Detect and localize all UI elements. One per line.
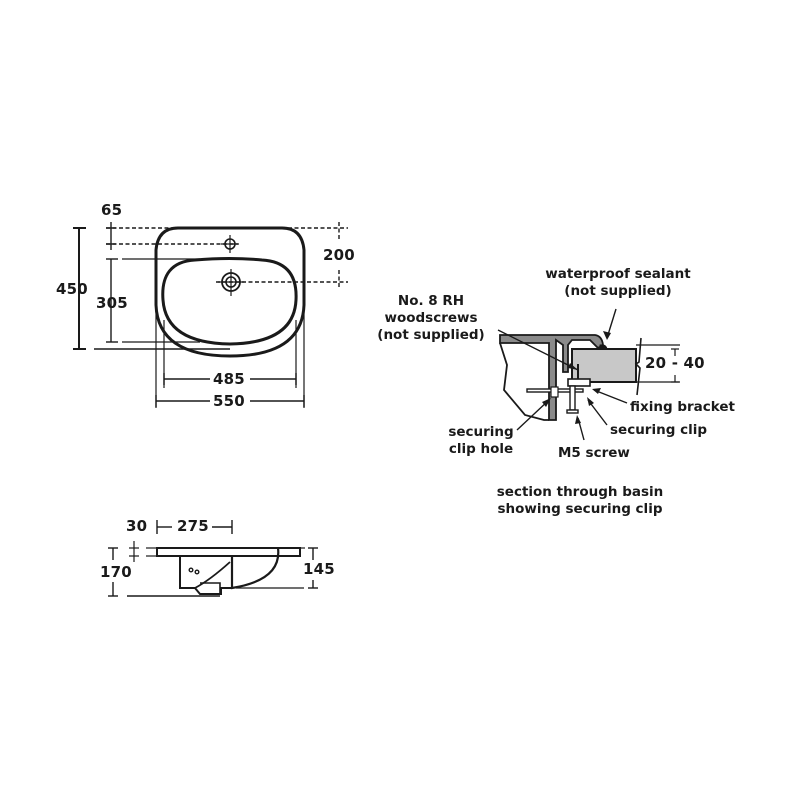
- dim-centre-to-wall: 275: [177, 517, 209, 535]
- dim-overall-height: 170: [100, 563, 132, 581]
- fixing-bracket: [567, 378, 591, 387]
- label-securing-clip-hole: securing clip hole: [448, 424, 514, 457]
- dim-overall-width: 550: [213, 392, 245, 410]
- label-waterproof-sealant: waterproof sealant (not supplied): [545, 266, 691, 299]
- label-fixing-bracket: fixing bracket: [630, 399, 735, 415]
- dim-waste-offset: 200: [323, 246, 355, 264]
- label-securing-clip: securing clip: [610, 422, 707, 438]
- m5-screw: [569, 385, 576, 411]
- dim-tap-hole-offset: 65: [101, 201, 123, 219]
- worktop: [571, 348, 637, 383]
- label-m5-screw: M5 screw: [558, 445, 630, 461]
- label-woodscrews: No. 8 RH woodscrews (not supplied): [377, 293, 485, 343]
- dim-bowl-height: 145: [303, 560, 335, 578]
- dim-worktop-thickness: 20 - 40: [643, 354, 707, 372]
- basin-underside: [179, 556, 232, 595]
- dim-rim-thickness: 30: [126, 517, 148, 535]
- dim-bowl-width: 485: [213, 370, 245, 388]
- dim-overall-depth: 450: [56, 280, 88, 298]
- basin-section-rim: [499, 334, 604, 421]
- basin-bowl-outline: [161, 257, 298, 346]
- section-caption: section through basin showing securing c…: [496, 484, 664, 517]
- basin-outer-outline: [154, 226, 306, 358]
- dim-bowl-depth: 305: [96, 294, 128, 312]
- sealant-bead: [599, 344, 608, 350]
- basin-rim: [156, 547, 301, 557]
- basin-body-outline: [499, 342, 549, 421]
